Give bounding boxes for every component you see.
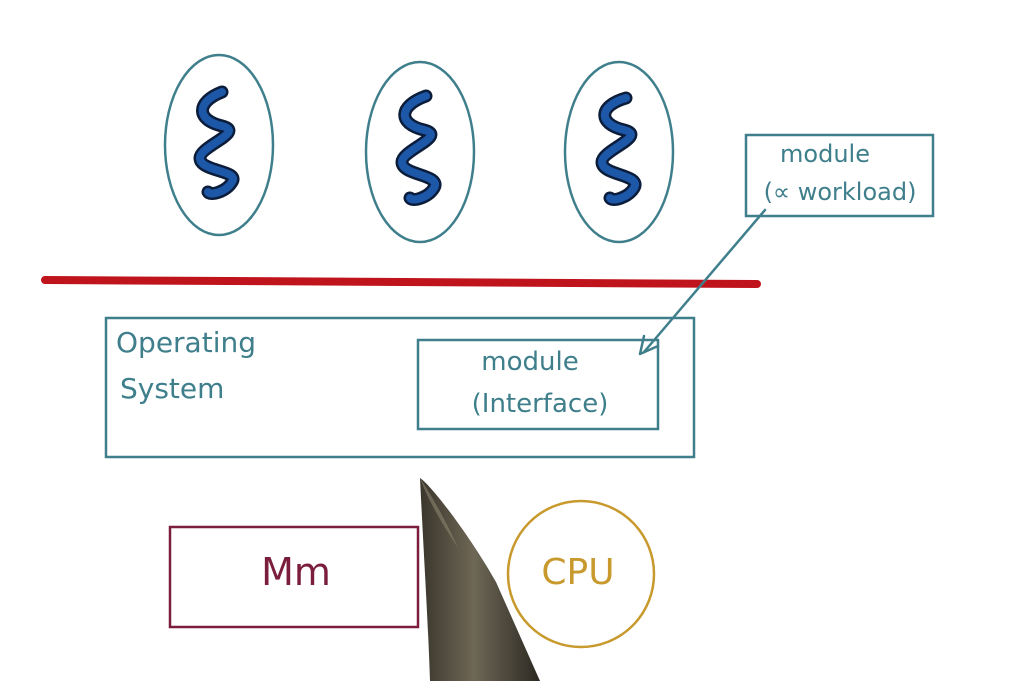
cpu-label: CPU [541,552,614,593]
stylus-pen-icon [420,478,540,681]
operating-system-line2: System [120,372,224,405]
thread-2 [364,60,476,244]
squiggle-thread-icon [598,94,640,204]
thread-3 [563,60,675,244]
module-interface-line1: module [481,347,578,377]
module-interface-line2: (Interface) [472,389,609,419]
squiggle-thread-icon [398,92,440,204]
cpu-circle: CPU [506,499,656,649]
thread-1 [163,53,275,237]
module-workload-line2: (∝ workload) [764,178,917,206]
main-memory-label: Mm [261,550,331,594]
module-interface-box: module (Interface) [416,338,660,431]
module-workload-line1: module [780,140,870,168]
squiggle-thread-icon [196,88,238,198]
arrow-workload-to-interface [638,208,767,356]
main-memory-box: Mm [168,525,420,629]
operating-system-box: Operating System [104,316,696,459]
user-kernel-separator-line [41,276,761,288]
arrowhead-icon [638,334,660,356]
module-workload-box: module (∝ workload) [744,133,935,218]
operating-system-line1: Operating [116,326,256,359]
